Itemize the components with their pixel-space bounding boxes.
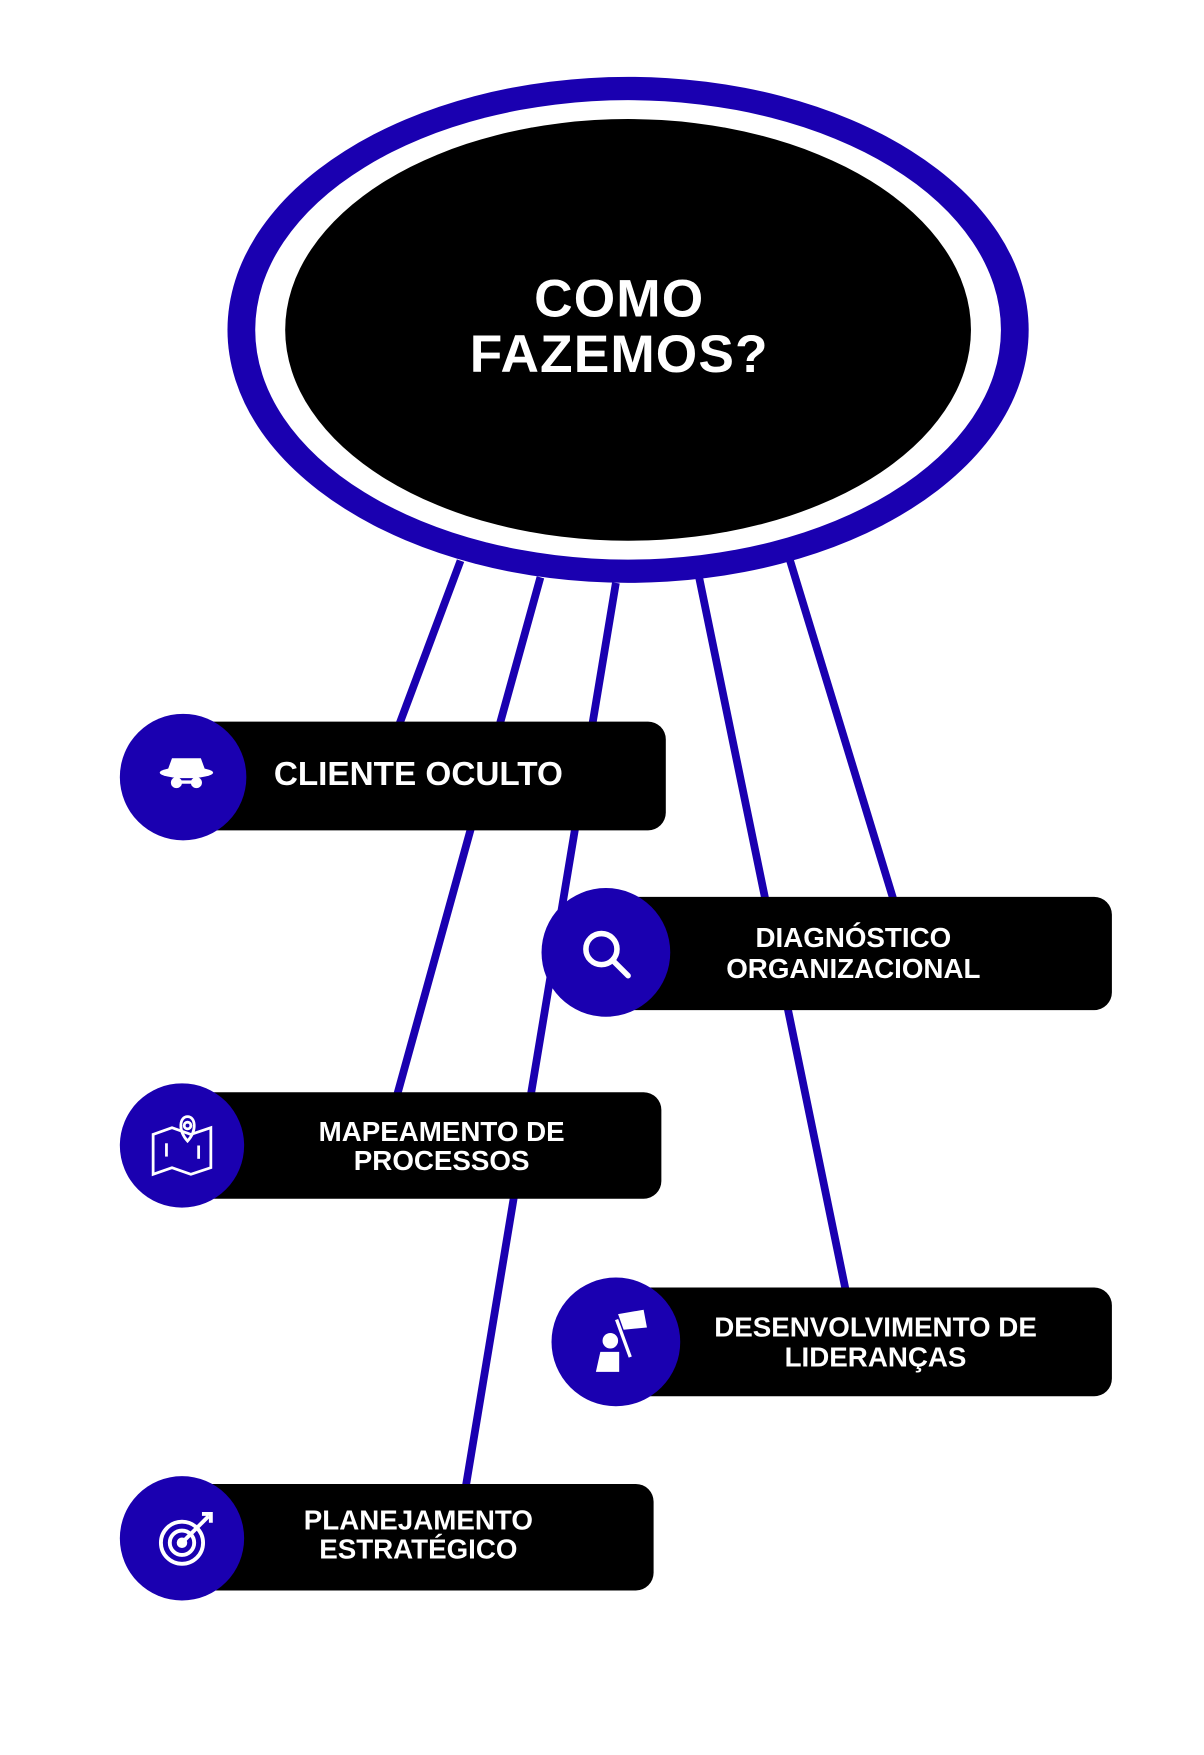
item-label-line-1: MAPEAMENTO DE (319, 1116, 565, 1147)
item-box (166, 721, 666, 831)
connector-mapeamento (393, 576, 545, 1096)
item-diagnostico-organizacional[interactable]: DIAGNÓSTICO ORGANIZACIONAL (541, 888, 1112, 1017)
item-label-line-1: DESENVOLVIMENTO DE (714, 1311, 1037, 1342)
magnifier-icon (583, 930, 631, 979)
item-mapeamento-de-processos[interactable]: MAPEAMENTO DE PROCESSOS (119, 1083, 662, 1208)
icon-circle (119, 1083, 245, 1208)
item-label-line-2: LIDERANÇAS (785, 1341, 967, 1372)
central-node: COMO FAZEMOS? (227, 76, 1029, 583)
item-planejamento-estrategico[interactable]: PLANEJAMENTO ESTRATÉGICO (119, 1476, 654, 1601)
person-flag-icon (595, 1309, 647, 1372)
connector-cliente-oculto (395, 559, 465, 726)
item-box (166, 1483, 654, 1591)
center-ellipse (285, 119, 971, 541)
connector-diagnostico (786, 559, 898, 901)
spy-hat-icon (159, 758, 214, 789)
item-label: CLIENTE OCULTO (274, 756, 563, 793)
item-label-line-1: DIAGNÓSTICO (755, 922, 951, 953)
item-desenvolvimento-de-liderancas[interactable]: DESENVOLVIMENTO DE LIDERANÇAS (551, 1277, 1112, 1407)
item-label-line-2: ORGANIZACIONAL (726, 953, 980, 984)
item-box (166, 1092, 662, 1199)
title-line-2: FAZEMOS? (470, 325, 769, 384)
icon-circle (541, 888, 671, 1017)
item-label-line-2: ESTRATÉGICO (319, 1533, 517, 1564)
item-label-line-2: PROCESSOS (354, 1145, 530, 1176)
map-pin-icon (151, 1115, 213, 1177)
item-cliente-oculto[interactable]: CLIENTE OCULTO (119, 713, 666, 841)
target-icon (158, 1511, 213, 1566)
item-label-line-1: PLANEJAMENTO (304, 1504, 533, 1535)
item-box (621, 1287, 1112, 1397)
item-box (604, 896, 1112, 1011)
title-line-1: COMO (534, 270, 704, 329)
